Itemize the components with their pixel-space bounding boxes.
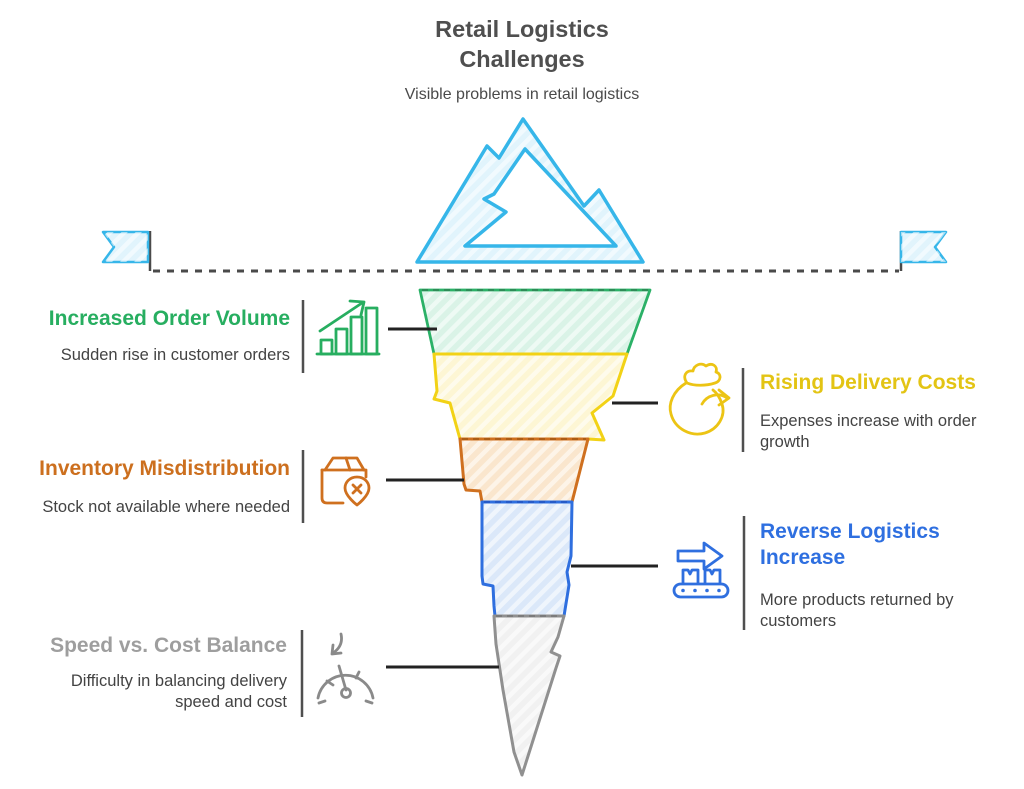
level-desc: More products returned by customers [760,591,954,630]
label-dividers [300,300,746,717]
funnel-segment-speed-cost-balance [492,614,566,777]
level-title: Rising Delivery Costs [760,371,976,394]
level-label-inventory-misdistribution: Inventory Misdistribution Stock not avai… [0,456,290,518]
level-label-rising-delivery-costs: Rising Delivery Costs Expenses increase … [760,370,1010,453]
level-desc: Difficulty in balancing delivery speed a… [70,672,287,711]
level-label-speed-cost-balance: Speed vs. Cost Balance Difficulty in bal… [22,633,287,713]
conveyor-return-icon [672,541,730,599]
connector-lines [386,327,658,669]
speedometer-icon [316,632,375,705]
box-error-icon [320,456,371,507]
level-label-reverse-logistics: Reverse Logistics Increase More products… [760,519,980,632]
level-label-increased-order-volume: Increased Order Volume Sudden rise in cu… [0,306,290,366]
funnel-segment-inventory-misdistribution [458,437,590,504]
level-title: Inventory Misdistribution [39,457,290,480]
growth-chart-icon [315,299,381,356]
level-desc: Stock not available where needed [42,498,290,516]
title-line-1: Retail Logistics [435,16,609,42]
page-title: Retail Logistics Challenges [212,14,832,74]
money-bag-icon [668,362,731,436]
iceberg-mountain-icon [415,117,645,264]
level-title: Speed vs. Cost Balance [50,634,287,657]
funnel-segment-rising-delivery-costs [432,352,629,442]
level-desc: Expenses increase with order growth [760,412,977,451]
funnel-segment-increased-order-volume [418,288,652,356]
page-subtitle: Visible problems in retail logistics [404,86,640,103]
level-desc: Sudden rise in customer orders [60,346,290,364]
level-title: Reverse Logistics Increase [760,520,940,569]
level-title: Increased Order Volume [48,307,290,330]
flag-icon [101,230,152,271]
title-line-2: Challenges [459,46,585,72]
funnel-segment-reverse-logistics [480,500,574,618]
flag-icon [899,230,948,271]
